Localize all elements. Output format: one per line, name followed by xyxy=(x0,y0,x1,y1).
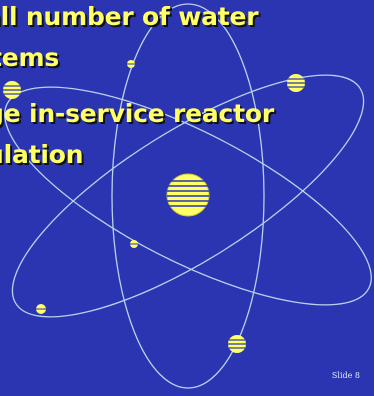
electron-bottom-left xyxy=(36,304,46,314)
bullet-text-line-2: tems xyxy=(0,43,60,72)
bullet-text-line-4: ulation xyxy=(0,140,84,169)
electron-top-right xyxy=(287,74,305,92)
electron-top-left xyxy=(3,81,21,99)
orbit-vertical xyxy=(111,3,265,389)
slide-number: Slide 8 xyxy=(331,371,360,380)
bullet-text-line-3: ge in-service reactor xyxy=(0,99,275,128)
orbit-ascending xyxy=(11,74,365,318)
electron-bottom xyxy=(228,335,246,353)
electron-small-top xyxy=(127,60,135,68)
orbit-descending xyxy=(4,86,372,306)
bullet-text-line-1: all number of water xyxy=(0,2,259,31)
nucleus xyxy=(166,173,210,217)
electron-small-middle xyxy=(130,240,138,248)
